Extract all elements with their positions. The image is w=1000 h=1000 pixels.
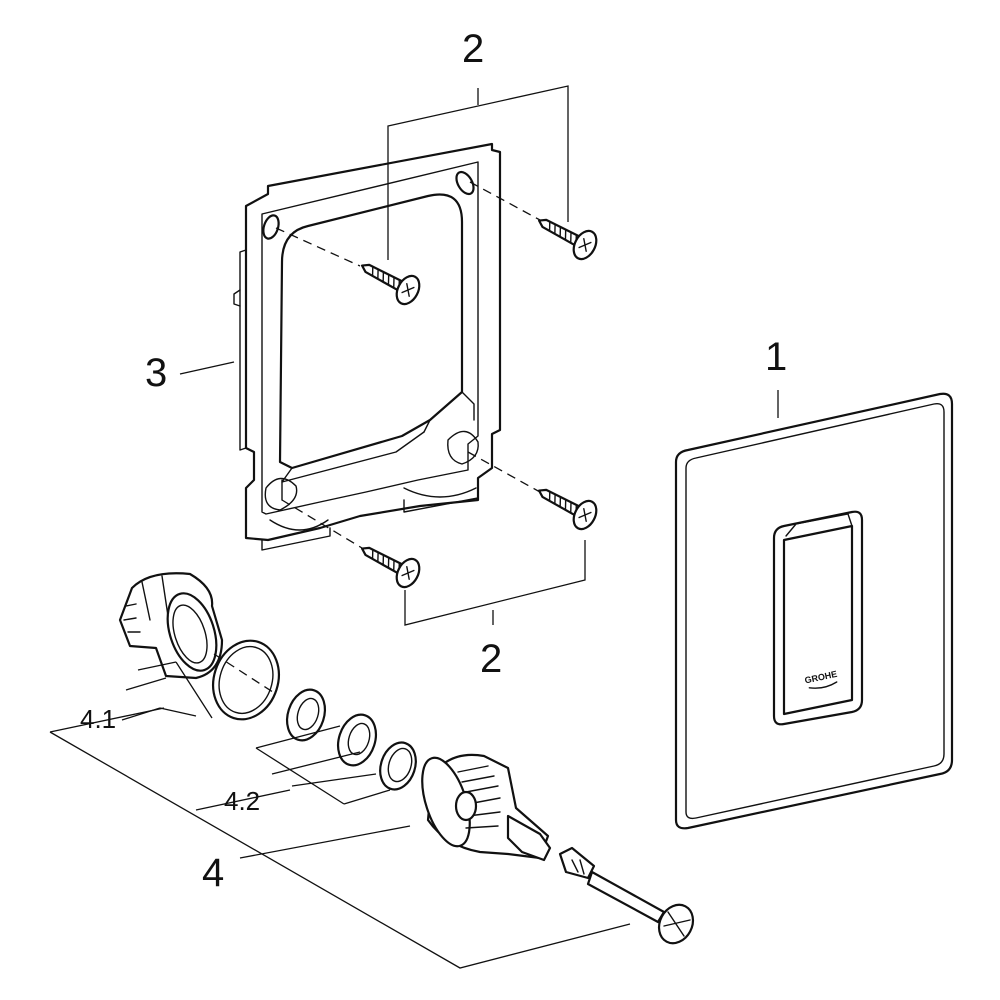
washer-2 — [336, 713, 378, 767]
screw-bottom-left — [360, 546, 421, 589]
leader-screws-top — [387, 85, 569, 260]
mounting-frame — [233, 142, 502, 551]
screw-axis-line — [469, 181, 541, 221]
screw-top-right — [537, 218, 598, 261]
label-screws-top: 2 — [462, 27, 484, 71]
label-valve-part-1: 4.1 — [80, 704, 116, 734]
label-face-plate: 1 — [765, 335, 787, 379]
screw-axis-line — [467, 451, 541, 493]
o-ring — [212, 639, 280, 721]
leader-frame — [179, 361, 235, 375]
washer-1 — [285, 688, 327, 742]
leader-4-2 — [255, 725, 391, 805]
leader-valve-assembly — [49, 707, 631, 969]
washer-3 — [379, 741, 417, 791]
screw-top-left — [360, 263, 421, 306]
valve-axis-line — [213, 653, 277, 695]
screw-axis-line — [281, 499, 363, 549]
label-valve-part-2: 4.2 — [224, 786, 260, 816]
label-valve-assembly: 4 — [202, 851, 224, 895]
valve-spindle — [558, 846, 695, 945]
valve-housing — [118, 572, 224, 680]
label-mounting-frame: 3 — [145, 351, 167, 395]
leader-screws-bottom — [404, 540, 586, 626]
label-screws-bottom: 2 — [480, 637, 502, 681]
screw-bottom-right — [537, 488, 598, 531]
leader-4-1 — [121, 661, 213, 721]
valve-body — [421, 753, 552, 862]
screw-axis-line — [275, 227, 361, 267]
face-plate: GROHE — [674, 392, 954, 830]
